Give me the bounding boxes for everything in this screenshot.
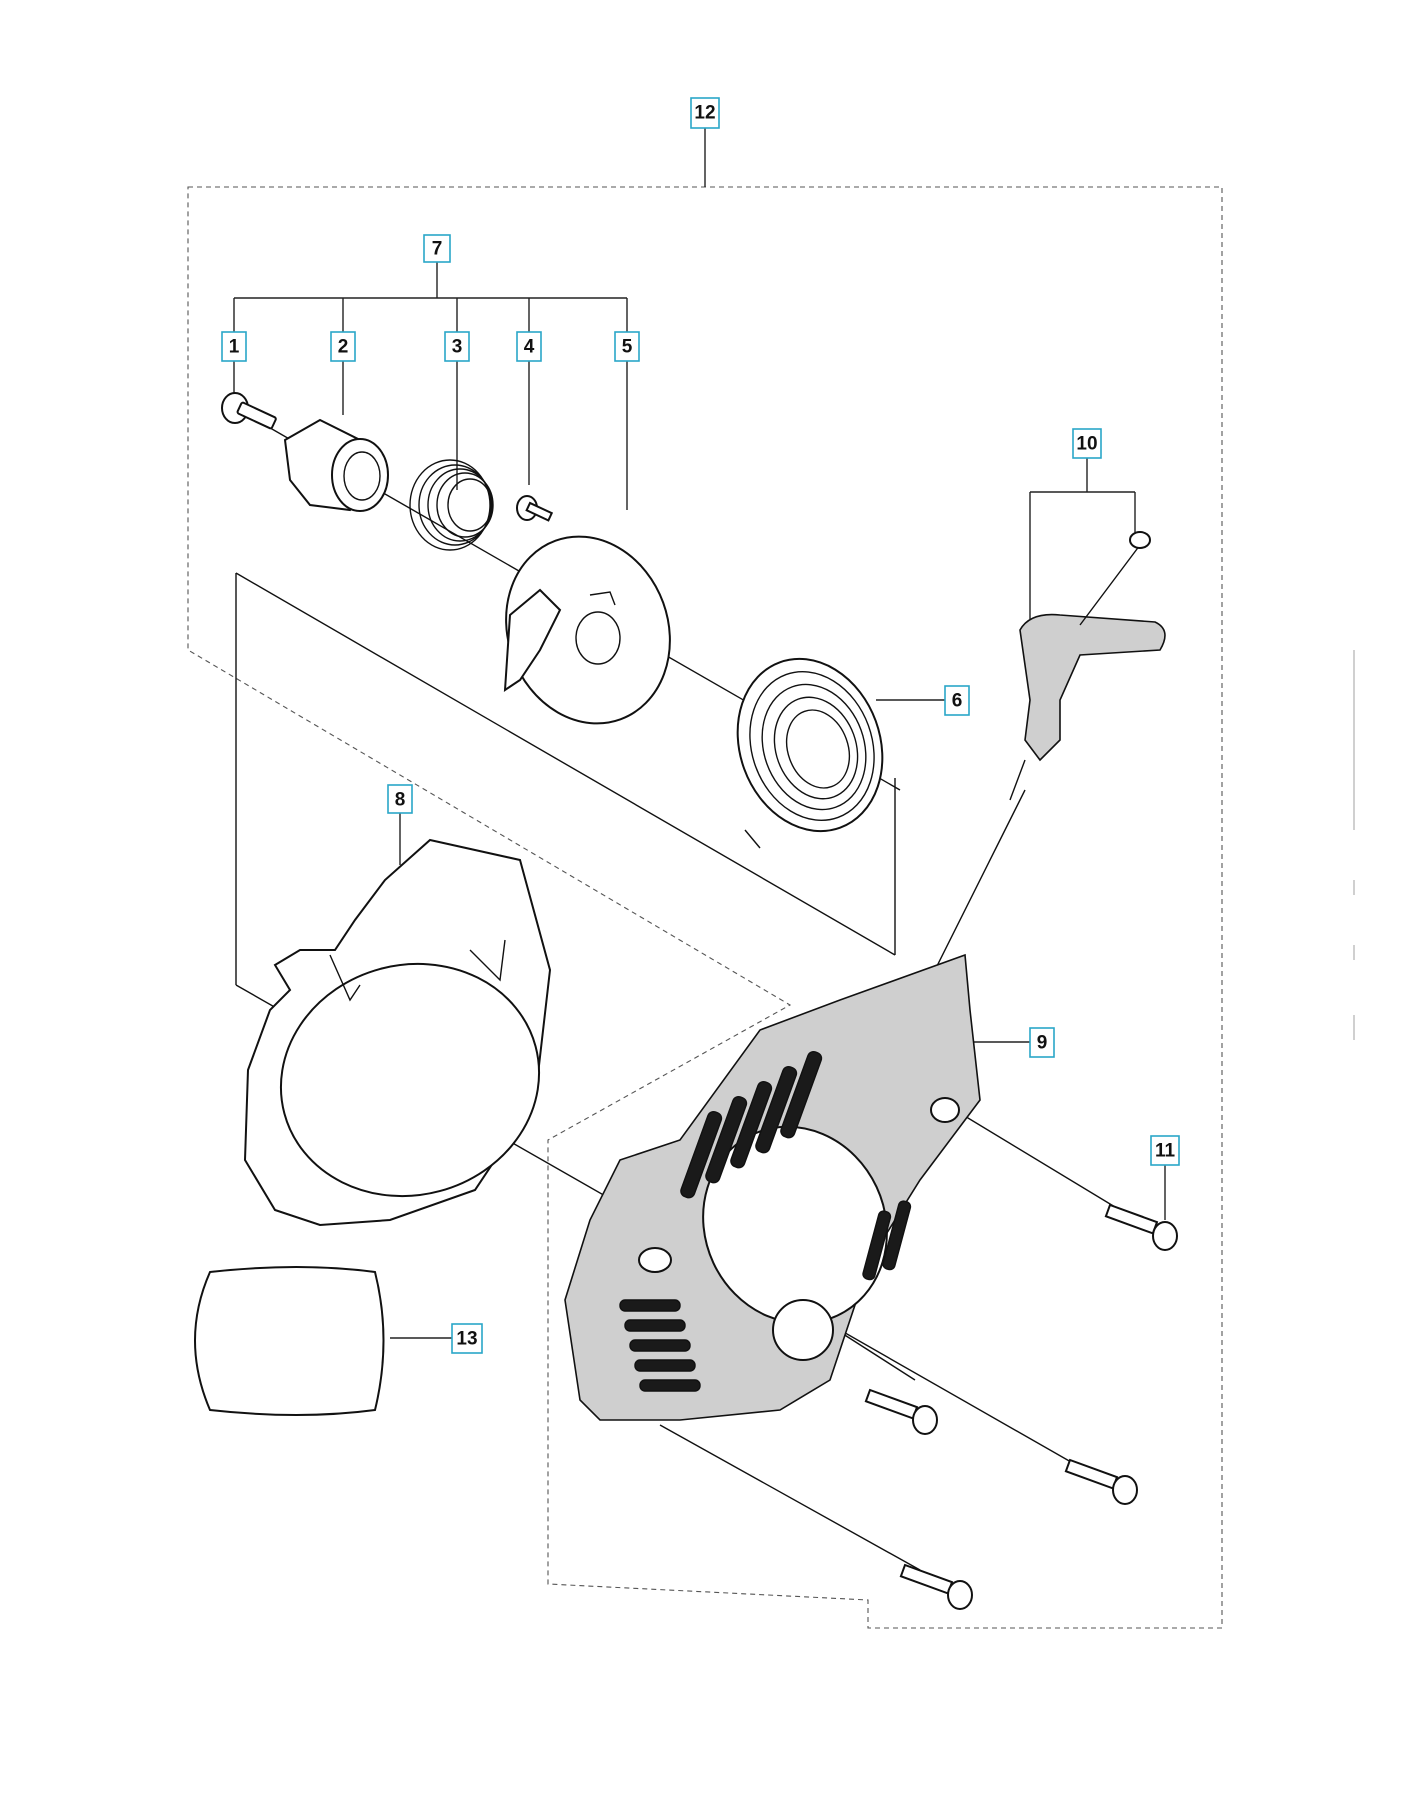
callout-label-1: 1 [229, 337, 240, 358]
callout-2: 2 [330, 331, 356, 362]
callout-1: 1 [221, 331, 247, 362]
callout-6: 6 [944, 685, 970, 716]
starter-housing-part-9 [564, 953, 981, 1421]
callout-11: 11 [1150, 1135, 1180, 1166]
screw-part-1 [221, 392, 277, 430]
decal-part-13 [194, 1266, 385, 1416]
callout-9: 9 [1029, 1027, 1055, 1058]
starter-handle-part-10 [1009, 531, 1166, 801]
pulley-disc-part-5 [503, 535, 671, 725]
callout-label-11: 11 [1155, 1141, 1176, 1162]
callout-13: 13 [451, 1323, 483, 1354]
screws-part-11 [864, 1203, 1178, 1610]
callout-label-2: 2 [338, 337, 349, 358]
callout-8: 8 [387, 784, 413, 814]
callout-12: 12 [690, 97, 720, 129]
callout-10: 10 [1072, 428, 1102, 459]
callout-label-8: 8 [395, 790, 406, 811]
callout-label-7: 7 [432, 239, 443, 260]
callout-label-6: 6 [952, 691, 963, 712]
callout-4: 4 [516, 331, 542, 362]
callout-label-12: 12 [694, 103, 715, 124]
small-screw-part-4 [516, 495, 554, 522]
coil-spring-part-3 [409, 459, 494, 551]
callout-3: 3 [444, 331, 470, 362]
callout-5: 5 [614, 331, 640, 362]
pulley-hub-part-2 [283, 418, 389, 512]
callout-7: 7 [423, 234, 451, 263]
callout-label-4: 4 [524, 337, 535, 358]
fan-shroud-part-8 [243, 838, 552, 1227]
callout-label-10: 10 [1076, 434, 1097, 455]
callout-label-9: 9 [1037, 1033, 1048, 1054]
assembly-outline [187, 128, 1223, 1629]
callout-label-13: 13 [456, 1329, 477, 1350]
recoil-spring-part-6 [736, 657, 884, 849]
callout-label-3: 3 [452, 337, 463, 358]
callout-label-5: 5 [622, 337, 633, 358]
